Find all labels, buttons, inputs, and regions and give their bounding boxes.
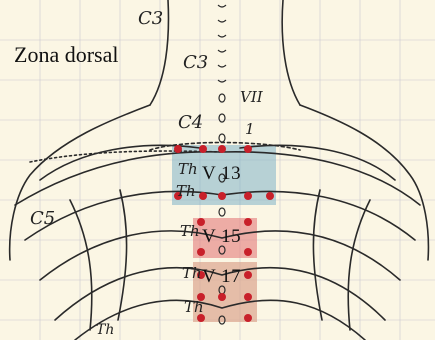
point (197, 248, 205, 256)
label-th-e: Th (184, 298, 204, 316)
region-label-v17: V 17 (202, 266, 241, 288)
point (199, 192, 207, 200)
label-c5: C5 (30, 208, 55, 229)
label-vii: VII (240, 88, 263, 106)
point (244, 293, 252, 301)
point (218, 192, 226, 200)
label-th-c: Th (180, 222, 200, 240)
label-c3-mid: C3 (183, 52, 208, 73)
point (199, 145, 207, 153)
label-c3-top: C3 (138, 8, 163, 29)
point (218, 145, 226, 153)
point (244, 271, 252, 279)
point (244, 218, 252, 226)
diagram-title: Zona dorsal (14, 42, 118, 68)
point (244, 192, 252, 200)
label-th-b: Th (176, 182, 196, 200)
region-label-v13: V 13 (202, 163, 241, 185)
label-th-a: Th (178, 160, 198, 178)
region-label-v15: V 15 (202, 226, 241, 248)
point (244, 314, 252, 322)
label-th-f: Th (96, 322, 114, 338)
point (244, 248, 252, 256)
point (218, 293, 226, 301)
label-th-d: Th (182, 264, 202, 282)
point (266, 192, 274, 200)
label-one: 1 (245, 120, 255, 138)
label-c4: C4 (178, 112, 203, 133)
point (174, 145, 182, 153)
point (244, 145, 252, 153)
